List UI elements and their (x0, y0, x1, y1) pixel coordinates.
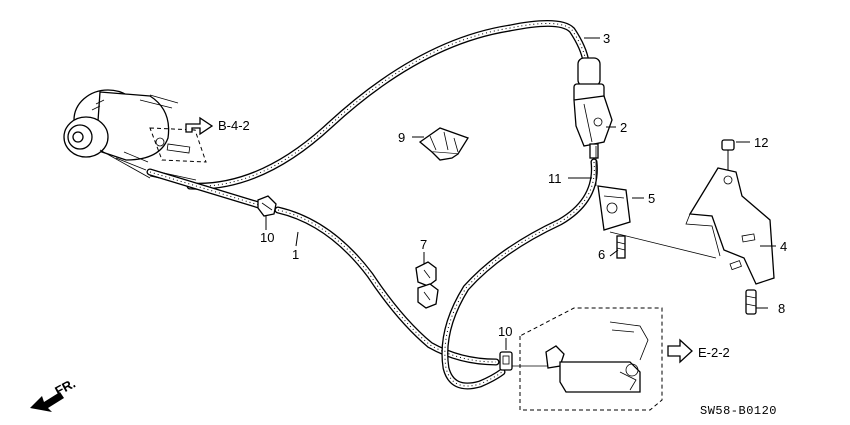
callout-leaders (265, 37, 776, 350)
inset-box-top (149, 127, 207, 163)
callout-2[interactable]: 2 (620, 120, 627, 135)
clip-9 (418, 127, 469, 161)
callout-4[interactable]: 4 (780, 239, 787, 254)
clip-7 (415, 261, 439, 309)
hose-clip-lower (499, 351, 513, 371)
hose-3 (186, 19, 590, 190)
bolt-8 (745, 289, 757, 315)
callout-5[interactable]: 5 (648, 191, 655, 206)
callout-9[interactable]: 9 (398, 130, 405, 145)
canister-assembly (63, 89, 197, 187)
callout-7[interactable]: 7 (420, 237, 427, 252)
leader-lines (512, 146, 717, 367)
bolt-12 (721, 139, 735, 170)
bolt-6 (616, 235, 626, 259)
hose-clip-upper (257, 195, 277, 217)
bracket-5 (597, 185, 631, 231)
solenoid-valve (573, 57, 613, 159)
front-direction-arrow: FR. (30, 376, 78, 412)
callout-1[interactable]: 1 (292, 247, 299, 262)
callout-12[interactable]: 12 (754, 135, 768, 150)
callout-3[interactable]: 3 (603, 31, 610, 46)
hose-1 (146, 168, 500, 366)
reference-label-bottom: E-2-2 (698, 345, 730, 360)
callout-numbers: 3 2 4 5 6 7 8 9 10 10 11 12 1 (260, 31, 787, 339)
hose-11 (441, 158, 598, 390)
callout-10-upper[interactable]: 10 (260, 230, 274, 245)
callout-11[interactable]: 11 (548, 171, 562, 186)
callout-8[interactable]: 8 (778, 301, 785, 316)
reference-arrow-bottom[interactable]: E-2-2 (667, 338, 730, 364)
reference-label-top: B-4-2 (218, 118, 250, 133)
callout-10-lower[interactable]: 10 (498, 324, 512, 339)
bracket-4 (685, 167, 775, 285)
reference-arrow-top[interactable]: B-4-2 (185, 116, 250, 136)
inset-box-bottom (519, 307, 663, 411)
callout-6[interactable]: 6 (598, 247, 605, 262)
diagram-code: SW58-B0120 (700, 404, 777, 418)
